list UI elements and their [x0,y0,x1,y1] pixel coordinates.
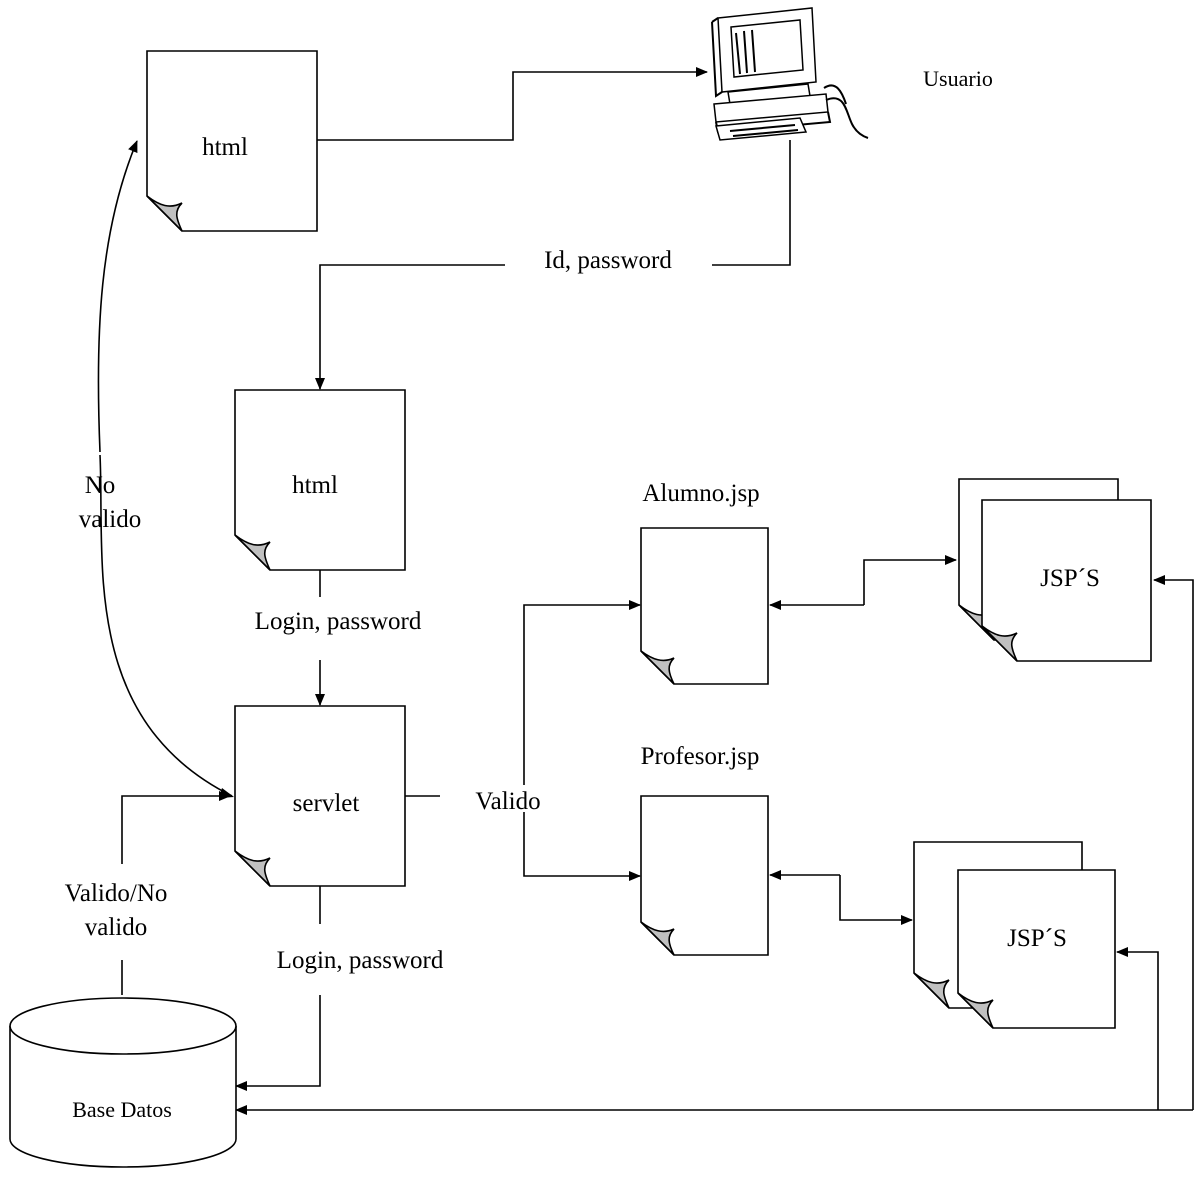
arrow-profesor-to-jsps [839,875,913,925]
arrow-alumno-to-jsps [863,555,957,605]
jsps-alumno-stack: JSP´S [958,478,1152,662]
jsps-profesor-stack: JSP´S [913,841,1116,1029]
login-password-label-1: Login, password [255,608,422,635]
html-login-document: html [234,389,406,571]
computer-workstation-icon [711,7,869,141]
line-user-to-idpassword [712,140,791,266]
arrow-login2-to-db [235,995,321,1091]
valido-no-label-2: valido [85,914,148,941]
servlet-label: servlet [293,790,360,817]
usuario-label: Usuario [923,66,993,91]
arrow-db-to-jsps-profesor [1116,947,1159,1110]
html-login-label: html [292,472,338,499]
arrow-novalido-to-html [97,140,138,453]
base-datos-label: Base Datos [72,1097,172,1122]
profesor-jsp-label: Profesor.jsp [641,743,760,770]
arrow-idpassword-to-html [315,264,505,390]
no-valido-label-1: No [85,472,116,499]
login-password-label-2: Login, password [277,947,444,974]
no-valido-label-2: valido [79,506,142,533]
html-top-document: html [146,50,318,232]
arrow-valido-to-alumno [523,600,641,785]
arrow-html-to-user [317,67,708,141]
valido-label: Valido [475,788,540,815]
arrow-db-to-jsps-alumno [1153,575,1194,1110]
id-password-label: Id, password [544,247,672,274]
database-cylinder-icon: Base Datos [9,997,237,1168]
arrow-validono-to-servlet [121,791,231,864]
profesor-jsp-document [640,795,769,956]
curve-servlet-to-novalido [99,454,233,797]
arrow-valido-to-profesor [523,812,641,881]
alumno-jsp-document [640,527,769,685]
valido-no-label-1: Valido/No [65,880,168,907]
jsps-alumno-label: JSP´S [1040,565,1100,592]
html-top-label: html [202,134,248,161]
alumno-jsp-label: Alumno.jsp [642,480,759,507]
jsps-profesor-label: JSP´S [1007,925,1067,952]
servlet-document: servlet [234,705,406,887]
